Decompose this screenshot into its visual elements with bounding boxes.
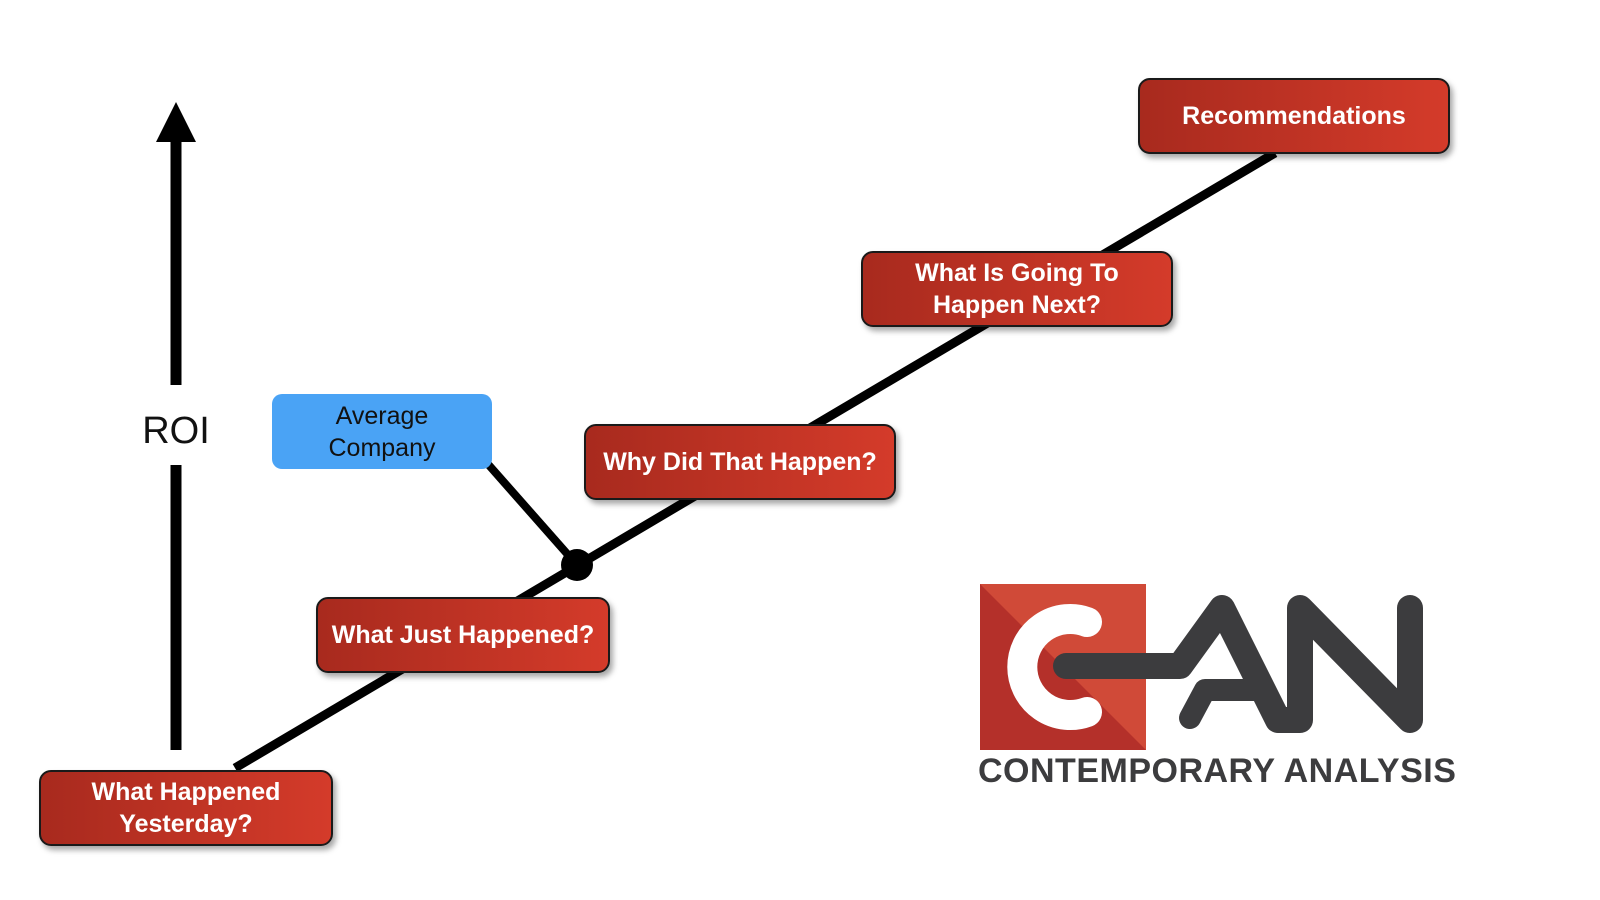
logo-text: CONTEMPORARY ANALYSIS	[978, 752, 1457, 790]
step-what-happened-yesterday: What Happened Yesterday?	[39, 770, 333, 846]
step-what-is-going-to-happen-next: What Is Going To Happen Next?	[861, 251, 1173, 327]
average-company-label: Average Company	[272, 394, 492, 469]
average-connector	[484, 460, 580, 568]
roi-arrowhead-icon	[156, 102, 196, 142]
step-why-did-that-happen: Why Did That Happen?	[584, 424, 896, 500]
can-logo-icon	[980, 584, 1423, 750]
roi-axis-label: ROI	[142, 410, 210, 452]
step-recommendations: Recommendations	[1138, 78, 1450, 154]
average-point	[561, 549, 593, 581]
step-what-just-happened: What Just Happened?	[316, 597, 610, 673]
